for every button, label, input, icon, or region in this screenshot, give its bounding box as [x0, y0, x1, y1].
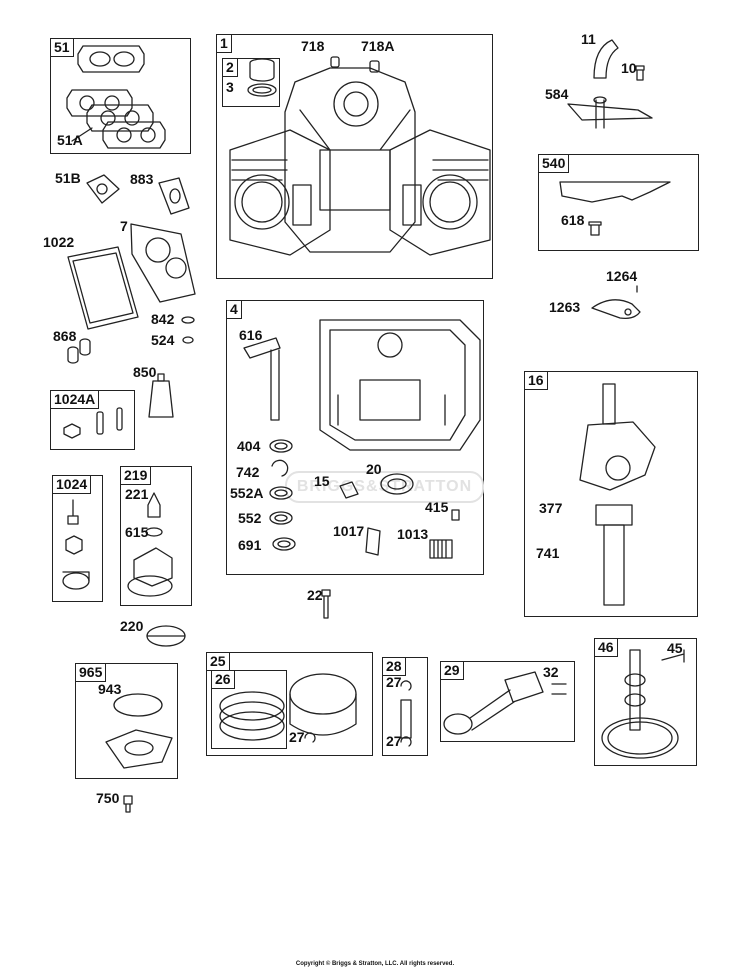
label-718A: 718A: [361, 38, 395, 54]
kit-box-25: 25: [206, 652, 373, 756]
label-1017: 1017: [333, 523, 365, 539]
bushing-seal-2-3: [247, 58, 277, 97]
copyright-notice: Copyright © Briggs & Stratton, LLC. All …: [295, 961, 455, 967]
kit-box-219: 219: [120, 466, 192, 606]
label-220: 220: [120, 618, 144, 634]
crankcase-cover-4: [319, 319, 481, 451]
label-883: 883: [130, 171, 154, 187]
breather-parts: [567, 39, 653, 129]
label-943: 943: [98, 681, 122, 697]
label-1013: 1013: [397, 526, 429, 542]
kit-tag-965: 965: [75, 663, 107, 682]
kit-box-1024: 1024: [52, 475, 103, 602]
kit-tag-46: 46: [594, 638, 618, 657]
label-842: 842: [151, 311, 175, 327]
governor-arm-1263: [591, 285, 641, 320]
kit-box-1: 1: [216, 34, 493, 279]
label-51A: 51A: [57, 132, 83, 148]
label-1022: 1022: [43, 234, 75, 250]
kit-965-parts: [105, 693, 173, 813]
kit-box-1024A: 1024A: [50, 390, 135, 450]
connecting-rod-29: [443, 671, 567, 735]
label-741: 741: [536, 545, 560, 561]
label-584: 584: [545, 86, 569, 102]
kit-box-2: 2: [222, 58, 280, 107]
washers: [269, 439, 296, 551]
breather-plate-540: [559, 181, 671, 236]
label-618: 618: [561, 212, 585, 228]
label-404: 404: [237, 438, 261, 454]
kit-tag-4: 4: [226, 300, 242, 319]
piston-25: [289, 673, 357, 736]
rings-pins: [67, 316, 195, 364]
label-45: 45: [667, 640, 683, 656]
kit-tag-28: 28: [382, 657, 406, 676]
kit-box-51: 51: [50, 38, 191, 154]
label-524: 524: [151, 332, 175, 348]
kit-1024A-parts: [63, 407, 123, 439]
label-377: 377: [539, 500, 563, 516]
label-20: 20: [366, 461, 382, 477]
kit-tag-219: 219: [120, 466, 152, 485]
dowel-pin-718: [330, 56, 380, 73]
label-616: 616: [239, 327, 263, 343]
governor-shaft-616: [243, 337, 281, 421]
gasket-set-51: [66, 45, 166, 149]
label-32: 32: [543, 664, 559, 680]
sealant-tube-850: [148, 373, 174, 418]
bolt-22: [321, 589, 331, 619]
kit-tag-540: 540: [538, 154, 570, 173]
label-27-a: 27: [289, 729, 305, 745]
label-750: 750: [96, 790, 120, 806]
kit-tag-26: 26: [211, 670, 235, 689]
label-7: 7: [120, 218, 128, 234]
label-10: 10: [621, 60, 637, 76]
label-1264: 1264: [606, 268, 638, 284]
piston-rings-26: [219, 691, 285, 741]
kit-tag-29: 29: [440, 661, 464, 680]
kit-box-965: 965: [75, 663, 178, 779]
kit-box-28: 28: [382, 657, 428, 756]
pin-clips-27: [304, 680, 412, 747]
kit-box-29: 29: [440, 661, 575, 742]
kit-box-26: 26: [211, 670, 287, 749]
kit-tag-2: 2: [222, 58, 238, 77]
label-415: 415: [425, 499, 449, 515]
label-868: 868: [53, 328, 77, 344]
kit-tag-16: 16: [524, 371, 548, 390]
kit-1024-parts: [62, 499, 90, 590]
kit-tag-1: 1: [216, 34, 232, 53]
misc-gaskets: [67, 174, 196, 330]
seal-plug-filter: [339, 473, 460, 559]
label-22: 22: [307, 587, 323, 603]
label-742: 742: [236, 464, 260, 480]
label-691: 691: [238, 537, 262, 553]
kit-tag-1024A: 1024A: [50, 390, 100, 409]
camshaft-46: [601, 649, 685, 759]
kit-box-16: 16: [524, 371, 698, 617]
kit-tag-51: 51: [50, 38, 74, 57]
label-552A: 552A: [230, 485, 264, 501]
label-718: 718: [301, 38, 325, 54]
label-552: 552: [238, 510, 262, 526]
kit-box-4: 4: [226, 300, 484, 575]
crankshaft-16: [579, 383, 656, 606]
label-51B: 51B: [55, 170, 81, 186]
kit-box-46: 46: [594, 638, 697, 766]
label-1263: 1263: [549, 299, 581, 315]
label-27-b: 27: [386, 674, 402, 690]
label-850: 850: [133, 364, 157, 380]
label-615: 615: [125, 524, 149, 540]
label-27-c: 27: [386, 733, 402, 749]
kit-tag-1024: 1024: [52, 475, 92, 494]
kit-box-540: 540: [538, 154, 699, 251]
governor-gear-220: [146, 625, 186, 647]
label-11: 11: [581, 31, 596, 47]
cylinder-block-1: [229, 67, 491, 256]
label-15: 15: [314, 473, 330, 489]
label-221: 221: [125, 486, 149, 502]
kit-219-parts: [127, 492, 173, 597]
label-3: 3: [226, 79, 234, 95]
